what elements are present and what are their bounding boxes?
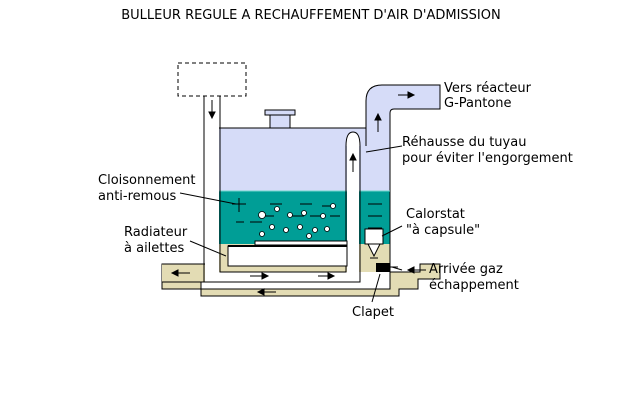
label-baffle-line1: Cloisonnement — [98, 173, 195, 188]
perforated-plate — [254, 240, 348, 246]
arrow-exhaust-in — [406, 266, 426, 274]
outlet-pipe — [365, 84, 441, 148]
intake-u-pipe — [203, 112, 361, 283]
arrow-intake-down — [208, 100, 216, 120]
label-riser-line1: Réhausse du tuyau — [402, 135, 526, 150]
label-thermostat-line2: "à capsule" — [406, 223, 480, 238]
leader-valve — [371, 273, 381, 303]
leader-lines — [179, 145, 403, 303]
arrow-outlet-up — [374, 112, 382, 132]
baffle-dashes — [232, 198, 382, 229]
valve — [376, 263, 398, 272]
fin-radiator — [227, 245, 348, 267]
filler-cap — [264, 109, 296, 129]
label-radiator-line1: Radiateur — [124, 225, 188, 240]
label-baffle-line2: anti-remous — [98, 189, 177, 204]
leader-radiator — [189, 240, 227, 257]
air-intake-funnel — [177, 62, 247, 112]
label-thermostat-line1: Calorstat — [406, 207, 465, 222]
arrow-exhaust-out-2 — [256, 288, 276, 296]
leader-thermostat — [381, 225, 403, 237]
label-radiator-line2: à ailettes — [124, 241, 184, 256]
flow-arrows — [170, 91, 426, 296]
arrow-riser-up — [349, 152, 357, 172]
label-valve: Clapet — [352, 305, 394, 320]
label-inlet-line1: Arrivée gaz — [429, 262, 503, 277]
air-zone — [217, 128, 390, 191]
leader-exhaust — [391, 266, 403, 271]
leader-riser — [365, 145, 403, 153]
water-zone — [217, 191, 390, 244]
leader-baffle — [179, 192, 237, 205]
label-riser-line2: pour éviter l'engorgement — [402, 151, 573, 166]
label-outlet-line2: G-Pantone — [444, 96, 512, 111]
arrow-pipe-bottom-2 — [318, 272, 336, 280]
label-inlet-line2: échappement — [429, 278, 519, 293]
capsule-thermostat — [364, 228, 384, 259]
gas-bubbles — [258, 203, 336, 239]
arrow-exhaust-out-1 — [170, 269, 190, 277]
label-outlet-line1: Vers réacteur — [444, 81, 532, 96]
arrow-outlet-right — [398, 91, 416, 99]
arrow-pipe-bottom-1 — [250, 272, 270, 280]
diagram-title: BULLEUR REGULE A RECHAUFFEMENT D'AIR D'A… — [121, 8, 500, 23]
